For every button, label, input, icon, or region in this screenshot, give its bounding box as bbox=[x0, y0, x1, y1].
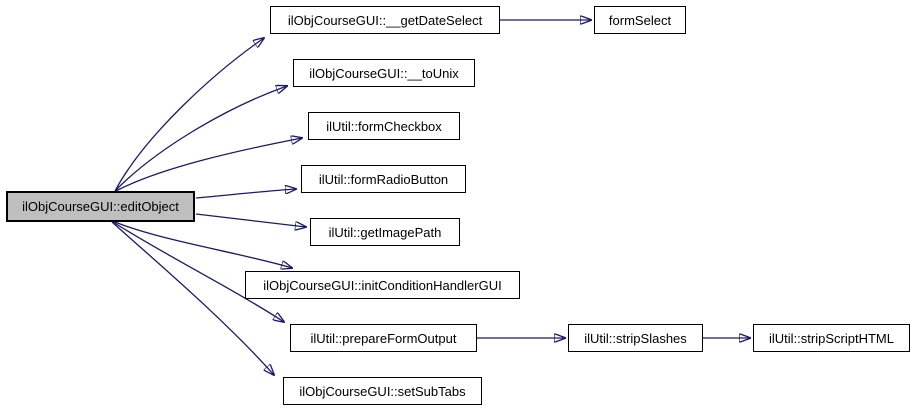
edge-editObject-formCheckbox bbox=[115, 138, 302, 192]
edge-editObject-getDateSelect bbox=[114, 38, 264, 192]
edge-editObject-prepareFormOutput bbox=[112, 221, 284, 322]
node-getDateSelect[interactable]: ilObjCourseGUI::__getDateSelect bbox=[270, 6, 500, 34]
node-initConditionHandlerGUI[interactable]: ilObjCourseGUI::initConditionHandlerGUI bbox=[245, 271, 520, 299]
node-formSelect[interactable]: formSelect bbox=[594, 6, 686, 34]
edge-editObject-toUnix bbox=[114, 86, 287, 192]
node-stripScriptHTML[interactable]: ilUtil::stripScriptHTML bbox=[753, 324, 910, 352]
node-getImagePath[interactable]: ilUtil::getImagePath bbox=[310, 218, 460, 246]
edge-editObject-getImagePath bbox=[195, 213, 306, 227]
node-prepareFormOutput[interactable]: ilUtil::prepareFormOutput bbox=[290, 324, 477, 352]
edge-editObject-formRadioButton bbox=[195, 189, 296, 199]
node-formCheckbox[interactable]: ilUtil::formCheckbox bbox=[308, 112, 460, 140]
edge-editObject-setSubTabs bbox=[111, 221, 274, 375]
node-toUnix[interactable]: ilObjCourseGUI::__toUnix bbox=[293, 59, 475, 87]
node-editObject: ilObjCourseGUI::editObject bbox=[6, 191, 195, 222]
node-setSubTabs[interactable]: ilObjCourseGUI::setSubTabs bbox=[283, 377, 482, 405]
node-formRadioButton[interactable]: ilUtil::formRadioButton bbox=[301, 165, 466, 193]
edge-editObject-initConditionHandlerGUI bbox=[114, 221, 292, 268]
node-stripSlashes[interactable]: ilUtil::stripSlashes bbox=[568, 324, 703, 352]
